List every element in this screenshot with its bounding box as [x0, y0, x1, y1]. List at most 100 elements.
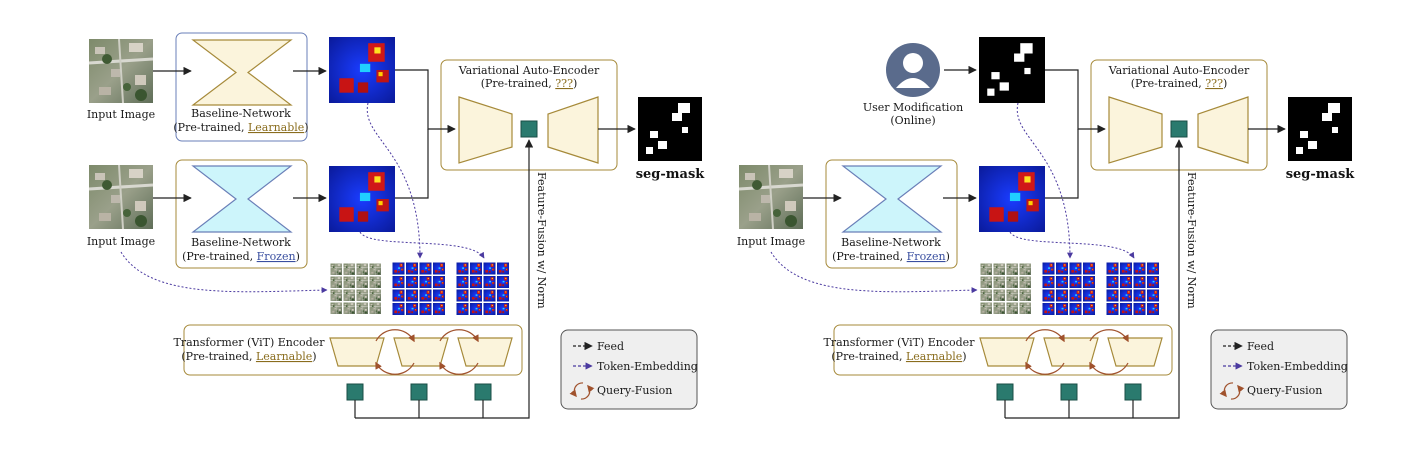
user-modification-label: User Modification: [863, 101, 963, 114]
token-grid-top-cell: [406, 262, 418, 275]
token-grid-bottom-cell: [1133, 303, 1146, 315]
token-grid-bottom-cell: [1120, 303, 1132, 315]
vit-block-3: [457, 337, 513, 367]
token-grid-bottom-cell: [483, 289, 496, 302]
token-embedding-arrow: [770, 251, 978, 294]
token-grid-bottom-cell: [497, 303, 509, 315]
vit-block-2: [393, 337, 449, 367]
vae-status-prefix: (Pre-trained,: [1131, 77, 1206, 90]
top-output-map: [329, 37, 395, 103]
token-grid-image-cell: [993, 302, 1006, 315]
vae-status-suffix: ): [573, 77, 577, 90]
token-grid-bottom-cell: [1133, 276, 1146, 288]
feed-arrow: [395, 69, 456, 134]
vit-status: (Pre-trained, Learnable): [181, 350, 316, 363]
vit-status-suffix: ): [312, 350, 316, 363]
bottom-baseline-status: (Pre-trained, Frozen): [182, 250, 300, 263]
legend-query-icon: [1219, 382, 1234, 398]
legend-feed-label: Feed: [597, 340, 624, 353]
token-grid-bottom-cell: [1133, 289, 1146, 302]
token-grid-image-cell: [980, 302, 993, 315]
token-grid-bottom-cell: [1106, 276, 1119, 288]
vae-status: (Pre-trained, ???): [1131, 77, 1228, 90]
legend-token-label: Token-Embedding: [597, 360, 698, 373]
vae-decoder: [1197, 96, 1249, 164]
token-grid-top-cell: [1083, 262, 1095, 275]
seg-mask-output: [1288, 97, 1352, 161]
token-embedding-arrow: [120, 251, 328, 294]
token-grid-image-cell: [343, 289, 356, 302]
query-fusion-arrow: [1089, 361, 1129, 375]
token-grid-bottom-cell: [497, 289, 509, 302]
feature-fusion-arrow: [1005, 139, 1184, 419]
query-fusion-arrow: [375, 329, 415, 343]
vit-status-suffix: ): [962, 350, 966, 363]
bottom-input-label: Input Image: [87, 235, 155, 248]
bottom-input-image: [87, 163, 155, 231]
token-grid-image-cell: [980, 276, 993, 289]
token-grid-top-cell: [433, 289, 445, 302]
token-grid-image-cell: [369, 289, 382, 302]
bottom-output-map: [329, 166, 395, 232]
vit-status-status: Learnable: [906, 350, 962, 363]
token-grid-image-cell: [343, 302, 356, 315]
token-grid-top-cell: [433, 276, 445, 288]
legend-query-label: Query-Fusion: [1247, 384, 1322, 397]
bottom-baseline-status-status: Frozen: [257, 250, 296, 263]
top-baseline-status: (Pre-trained, Learnable): [173, 121, 308, 134]
top-input-image: [87, 37, 155, 105]
top-output-map: [979, 37, 1045, 103]
token-grid-image-cell: [980, 289, 993, 302]
token-grid-top-cell: [1056, 276, 1068, 288]
bottom-baseline-status-suffix: ): [946, 250, 950, 263]
top-baseline-hourglass: [191, 39, 293, 106]
token-embedding-arrow: [1016, 102, 1073, 259]
seg-mask-label: seg-mask: [636, 167, 706, 182]
vit-block-2: [1043, 337, 1099, 367]
token-grid-image-cell: [356, 289, 369, 302]
vit-title: Transformer (ViT) Encoder: [174, 336, 326, 349]
vit-output-token-1: [346, 383, 364, 401]
bottom-baseline-status-prefix: (Pre-trained,: [832, 250, 907, 263]
token-grid-top-cell: [433, 262, 445, 275]
token-grid-bottom-cell: [1120, 289, 1132, 302]
token-grid-top-cell: [406, 276, 418, 288]
vae-status: (Pre-trained, ???): [481, 77, 578, 90]
legend-query-icon: [569, 382, 584, 398]
token-grid-top-cell: [1056, 262, 1068, 275]
bottom-baseline-status-status: Frozen: [907, 250, 946, 263]
token-grid-bottom-cell: [456, 303, 469, 315]
vae-status-status: ???: [555, 77, 573, 90]
token-grid-bottom-cell: [1147, 276, 1159, 288]
token-grid-bottom-cell: [1133, 262, 1146, 275]
token-grid-top-cell: [392, 289, 405, 302]
token-grid-bottom-cell: [1147, 262, 1159, 275]
token-grid-image-cell: [993, 289, 1006, 302]
token-grid-bottom-cell: [470, 276, 482, 288]
token-grid-bottom-cell: [470, 262, 482, 275]
token-grid-image-cell: [1019, 302, 1032, 315]
bottom-baseline-hourglass: [841, 165, 943, 233]
vit-status-prefix: (Pre-trained,: [831, 350, 906, 363]
token-grid-top-cell: [1042, 262, 1055, 275]
token-grid-top-cell: [1083, 276, 1095, 288]
token-grid-bottom-cell: [497, 276, 509, 288]
feature-fusion-label: Feature-Fusion w/ Norm: [1185, 172, 1198, 309]
vit-output-token-2: [410, 383, 428, 401]
vit-status-status: Learnable: [256, 350, 312, 363]
token-grid-bottom-cell: [483, 303, 496, 315]
bottom-baseline-status-prefix: (Pre-trained,: [182, 250, 257, 263]
token-grid-bottom-cell: [470, 303, 482, 315]
feature-fusion-arrow: [355, 139, 534, 419]
vae-decoder: [547, 96, 599, 164]
vae-status-status: ???: [1205, 77, 1223, 90]
query-fusion-arrow: [1025, 329, 1065, 343]
token-grid-top-cell: [419, 289, 432, 302]
query-fusion-arrow: [375, 361, 415, 375]
top-baseline-status-suffix: ): [304, 121, 308, 134]
token-grid-top: [392, 262, 445, 315]
vit-block-1: [979, 337, 1035, 367]
token-grid-top-cell: [1056, 303, 1068, 315]
vit-output-token-1: [996, 383, 1014, 401]
